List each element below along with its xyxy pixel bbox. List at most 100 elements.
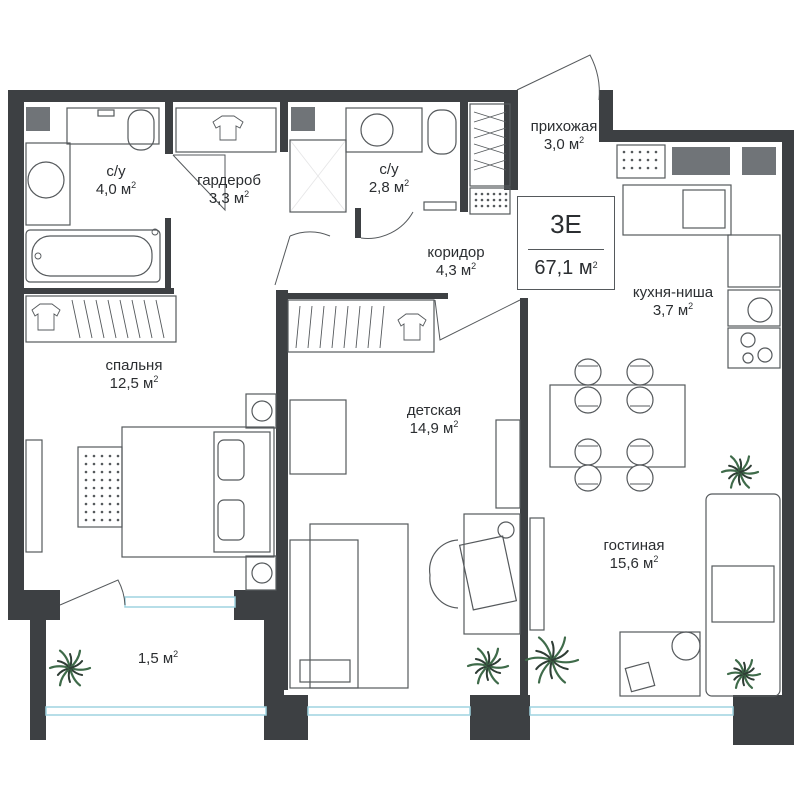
- pattern-dot: [84, 486, 88, 490]
- pattern-dot: [474, 204, 478, 208]
- pattern-dot: [92, 462, 96, 466]
- pattern-dot: [84, 462, 88, 466]
- pattern-dot: [116, 502, 120, 506]
- pattern-dot: [92, 454, 96, 458]
- pattern-dot: [486, 192, 490, 196]
- pattern-dot: [630, 150, 634, 154]
- pattern-dot: [622, 166, 626, 170]
- room-label-living: гостиная 15,6 м2: [604, 537, 665, 573]
- room-area: 15,6 м2: [609, 554, 659, 573]
- pattern-dot: [108, 494, 112, 498]
- room-label-bath1: с/у 4,0 м2: [96, 163, 136, 199]
- bath1-fixtures: [25, 107, 161, 283]
- room-area: 4,0 м2: [95, 180, 137, 199]
- pattern-dot: [492, 204, 496, 208]
- pattern-dot: [646, 158, 650, 162]
- room-label-corridor: коридор 4,3 м2: [427, 244, 484, 280]
- room-label-hall: прихожая 3,0 м2: [531, 118, 598, 154]
- pattern-dot: [92, 478, 96, 482]
- room-name: коридор: [427, 244, 485, 261]
- plant-leaf: [466, 663, 490, 668]
- badge-divider: [528, 249, 604, 250]
- pattern-dot: [84, 518, 88, 522]
- pattern-dot: [108, 454, 112, 458]
- kitchen-fixtures: [616, 144, 781, 369]
- pattern-dot: [116, 462, 120, 466]
- pattern-dot: [92, 486, 96, 490]
- pattern-dot: [100, 494, 104, 498]
- pattern-dot: [84, 470, 88, 474]
- pattern-dot: [100, 470, 104, 474]
- pattern-dot: [474, 192, 478, 196]
- living-fixtures: [529, 358, 781, 697]
- pattern-dot: [116, 470, 120, 474]
- plant-leaf: [68, 666, 92, 671]
- pattern-dot: [100, 454, 104, 458]
- pattern-dot: [638, 166, 642, 170]
- room-label-wardrobe: гардероб 3,3 м2: [197, 172, 261, 208]
- dining-chair: [626, 358, 654, 386]
- pattern-dot: [646, 166, 650, 170]
- room-label-bedroom: спальня 12,5 м2: [106, 357, 163, 393]
- room-name: кухня-ниша: [632, 284, 714, 301]
- pattern-dot: [498, 204, 502, 208]
- room-area: 3,0 м2: [543, 135, 585, 154]
- pattern-dot: [116, 486, 120, 490]
- pattern-dot: [92, 502, 96, 506]
- pattern-dot: [100, 462, 104, 466]
- pattern-dot: [492, 192, 496, 196]
- dining-chair: [626, 386, 654, 414]
- pattern-dot: [100, 478, 104, 482]
- plant-leaf: [743, 667, 755, 675]
- pattern-dot: [480, 204, 484, 208]
- plant-leaf: [48, 665, 72, 670]
- pattern-dot: [92, 470, 96, 474]
- plant-leaf: [537, 636, 554, 662]
- pattern-dot: [638, 150, 642, 154]
- room-name: гардероб: [197, 172, 261, 189]
- dining-chair: [626, 464, 654, 492]
- pattern-dot: [108, 510, 112, 514]
- walls: [8, 90, 794, 745]
- pattern-dot: [84, 478, 88, 482]
- dining-chair: [574, 438, 602, 466]
- pattern-dot: [486, 204, 490, 208]
- room-label-kids: детская 14,9 м2: [407, 402, 461, 438]
- bath2-fixtures: [289, 107, 457, 213]
- room-name: спальня: [105, 357, 163, 374]
- hall-closets: [469, 103, 511, 215]
- apartment-code: 3E: [550, 209, 582, 239]
- plant-leaf: [551, 649, 569, 661]
- pattern-dot: [630, 158, 634, 162]
- pattern-dot: [622, 158, 626, 162]
- pattern-dot: [84, 502, 88, 506]
- room-area: 3,7 м2: [652, 301, 694, 320]
- dining-chair: [574, 386, 602, 414]
- plant-leaf: [487, 658, 502, 667]
- room-name: с/у: [106, 163, 126, 180]
- room-area: 4,3 м2: [435, 261, 477, 280]
- pattern-dot: [646, 150, 650, 154]
- pattern-dot: [622, 150, 626, 154]
- plant-leaf: [550, 658, 580, 664]
- plant-leaf: [524, 656, 554, 662]
- pattern-dot: [116, 478, 120, 482]
- shafts: [26, 107, 776, 175]
- bedroom-fixtures: [25, 295, 277, 591]
- pattern-dot: [638, 158, 642, 162]
- pattern-dot: [108, 470, 112, 474]
- pattern-dot: [92, 494, 96, 498]
- room-label-kitchen: кухня-ниша 3,7 м2: [633, 284, 713, 320]
- room-area: 14,9 м2: [409, 419, 459, 438]
- wardrobe-fixtures: [175, 107, 277, 153]
- pattern-dot: [480, 192, 484, 196]
- pattern-dot: [630, 166, 634, 170]
- pattern-dot: [116, 518, 120, 522]
- plant-leaf: [537, 658, 554, 684]
- pattern-dot: [108, 502, 112, 506]
- pattern-dot: [116, 454, 120, 458]
- pattern-dot: [84, 454, 88, 458]
- plant-leaf: [739, 464, 752, 473]
- doors: [59, 54, 600, 606]
